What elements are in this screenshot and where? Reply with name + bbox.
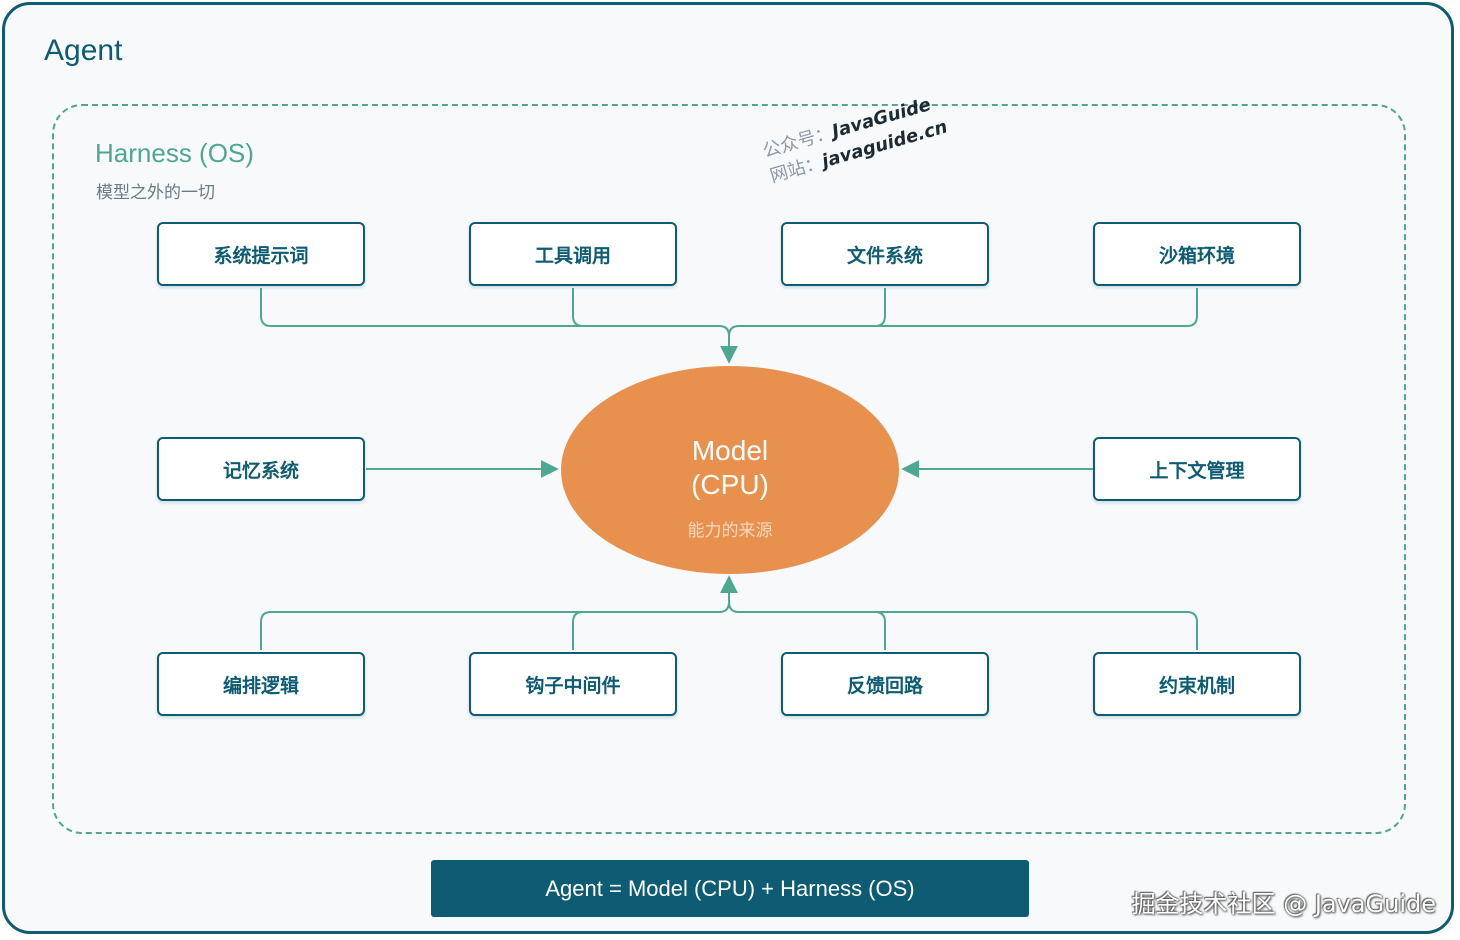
component-context-management: 上下文管理 (1093, 437, 1301, 501)
model-label-line1: Model (691, 435, 769, 466)
connector-top-3 (874, 288, 886, 327)
model-ellipse (561, 366, 899, 574)
formula-banner: Agent = Model (CPU) + Harness (OS) (431, 860, 1029, 917)
component-file-system: 文件系统 (781, 222, 989, 286)
component-orchestration: 编排逻辑 (157, 652, 365, 716)
connector-bottom-3 (874, 611, 886, 650)
component-feedback-loop: 反馈回路 (781, 652, 989, 716)
connector-bottom-2 (572, 611, 584, 650)
component-sandbox: 沙箱环境 (1093, 222, 1301, 286)
component-constraints: 约束机制 (1093, 652, 1301, 716)
component-tool-calling: 工具调用 (469, 222, 677, 286)
harness-container (52, 104, 1406, 834)
model-label: Model (CPU) (561, 434, 899, 502)
connector-bottom-1 (260, 601, 730, 650)
component-memory-system: 记忆系统 (157, 437, 365, 501)
connector-bottom-4 (728, 601, 1198, 650)
connector-top-1 (260, 288, 730, 337)
harness-subtitle: 模型之外的一切 (96, 183, 215, 203)
component-hook-middleware: 钩子中间件 (469, 652, 677, 716)
model-label-line2: (CPU) (691, 469, 769, 500)
model-subtitle: 能力的来源 (687, 521, 773, 541)
connector-top-4 (728, 288, 1198, 337)
component-system-prompt: 系统提示词 (157, 222, 365, 286)
corner-watermark: 掘金技术社区 @ JavaGuide (1131, 890, 1436, 918)
harness-title: Harness (OS) (95, 138, 254, 168)
agent-title: Agent (44, 34, 123, 67)
connector-top-2 (572, 288, 584, 327)
